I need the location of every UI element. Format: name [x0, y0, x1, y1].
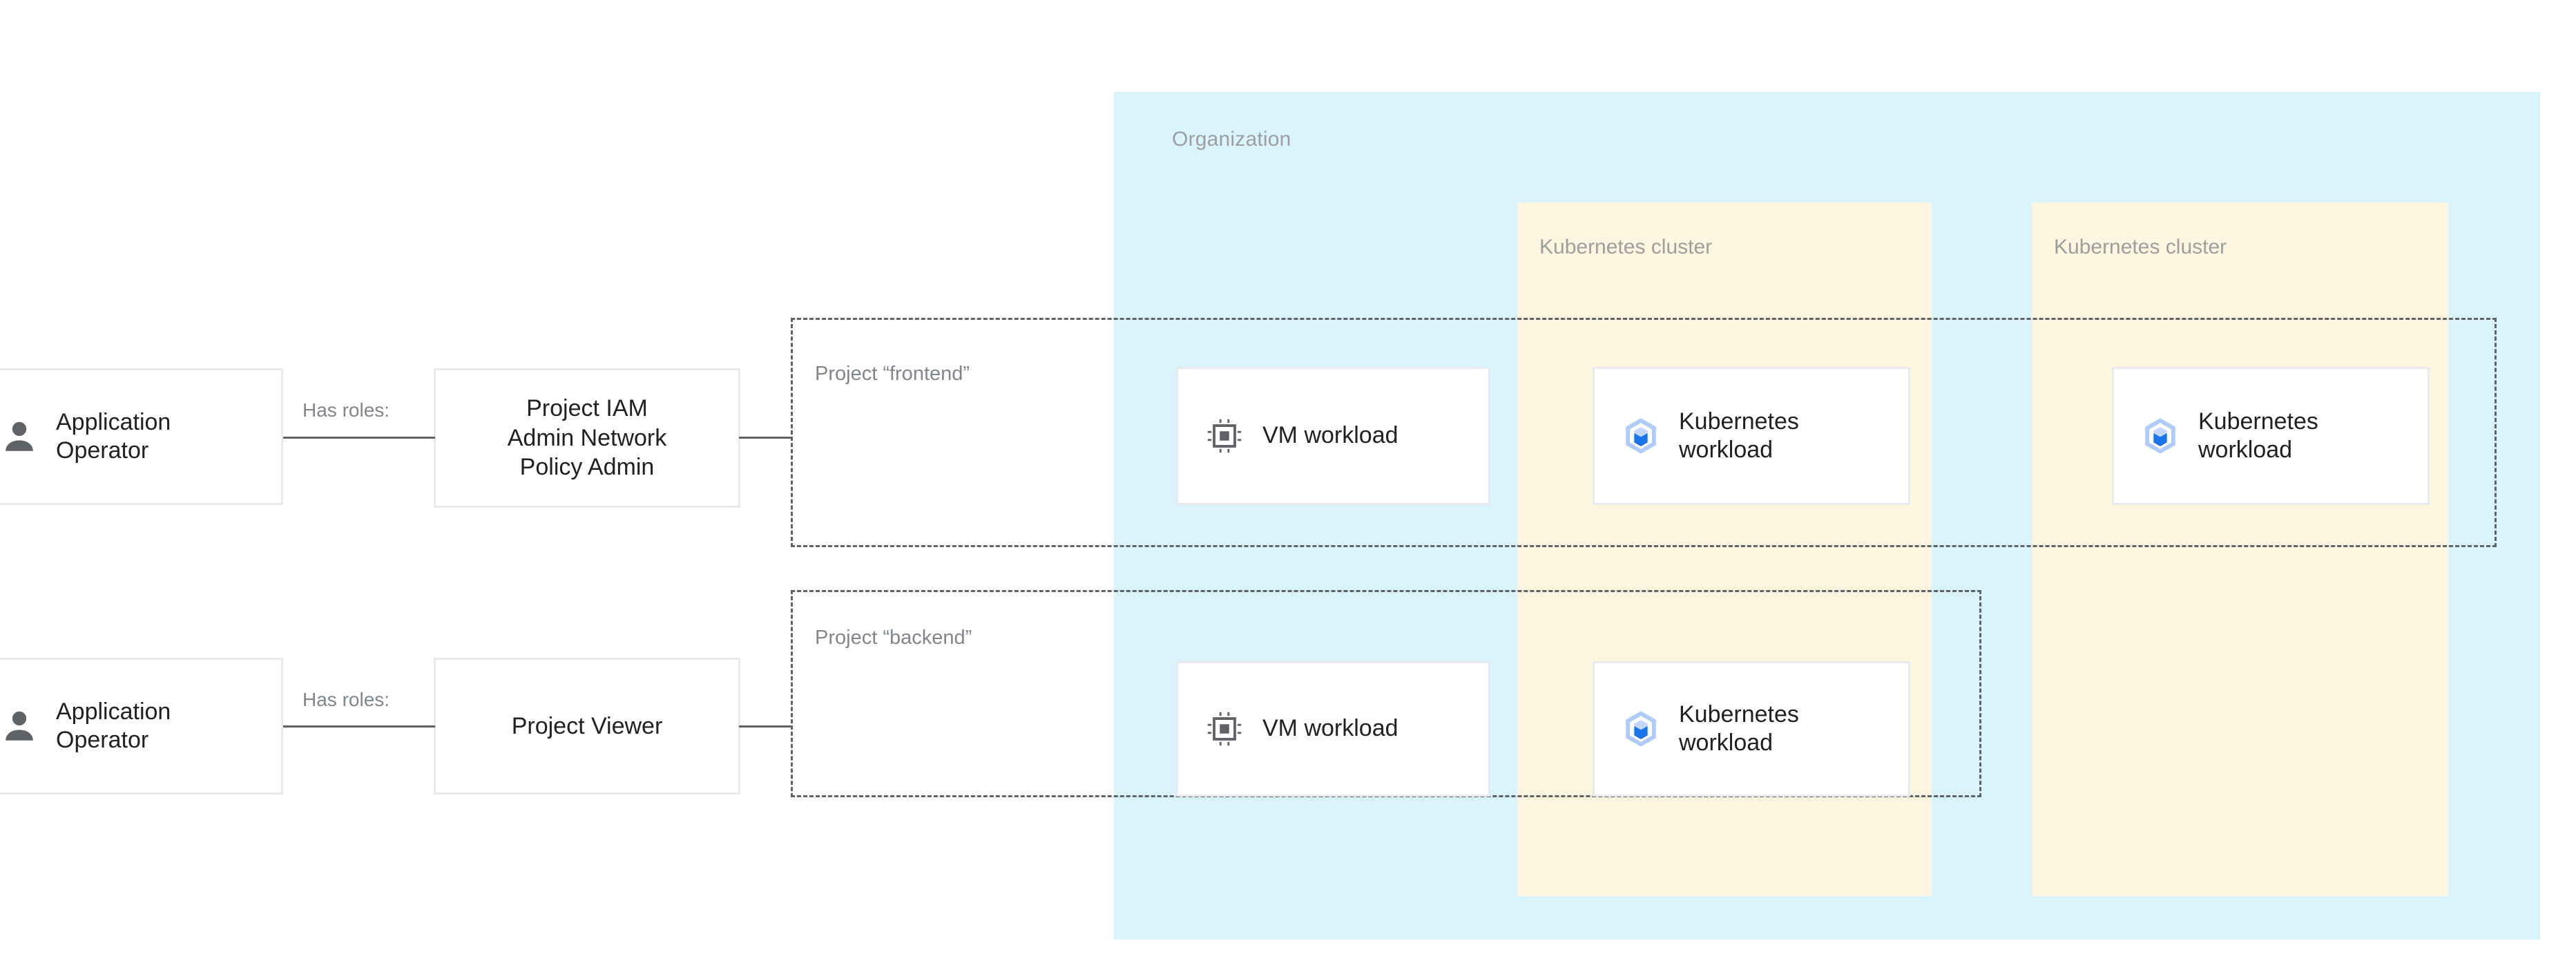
card-kubernetes-workload-frontend-cluster2[interactable]: Kubernetes workload — [2112, 367, 2430, 505]
card-label: Kubernetes workload — [2198, 408, 2318, 463]
cpu-chip-icon — [1207, 712, 1242, 746]
connector-role2-to-project-backend — [739, 725, 793, 728]
connector-label-has-roles-1: Has roles: — [302, 399, 390, 421]
card-label: VM workload — [1262, 715, 1398, 742]
connector-actor1-to-role1 — [283, 437, 435, 439]
connector-role1-to-project-frontend — [739, 437, 793, 439]
person-icon — [6, 711, 33, 741]
kubernetes-cluster-1-label: Kubernetes cluster — [1539, 236, 1713, 258]
kubernetes-cluster-2-label: Kubernetes cluster — [2054, 236, 2227, 258]
role-box-project-viewer[interactable]: Project Viewer — [434, 658, 740, 795]
organization-label: Organization — [1172, 128, 1291, 151]
kubernetes-icon — [2145, 418, 2175, 454]
actor-application-operator-1[interactable]: Application Operator — [0, 368, 283, 505]
project-frontend-label: Project “frontend” — [815, 363, 970, 385]
card-label: VM workload — [1262, 422, 1398, 449]
kubernetes-icon — [1626, 418, 1656, 454]
role-label: Project IAM Admin Network Policy Admin — [507, 394, 667, 481]
project-frontend-boundary: Project “frontend” — [791, 318, 2497, 547]
card-vm-workload-frontend[interactable]: VM workload — [1176, 367, 1490, 505]
role-box-project-iam-admin[interactable]: Project IAM Admin Network Policy Admin — [434, 368, 740, 508]
person-icon — [6, 421, 33, 451]
card-kubernetes-workload-backend-cluster1[interactable]: Kubernetes workload — [1593, 661, 1910, 797]
card-kubernetes-workload-frontend-cluster1[interactable]: Kubernetes workload — [1593, 367, 1910, 505]
kubernetes-cluster-2: Kubernetes cluster — [2032, 202, 2448, 896]
role-label: Project Viewer — [511, 712, 663, 739]
card-vm-workload-backend[interactable]: VM workload — [1176, 661, 1490, 797]
project-backend-label: Project “backend” — [815, 627, 972, 649]
cpu-chip-icon — [1207, 419, 1242, 453]
actor-application-operator-2[interactable]: Application Operator — [0, 658, 283, 795]
kubernetes-icon — [1626, 711, 1656, 747]
card-label: Kubernetes workload — [1679, 408, 1799, 463]
card-label: Kubernetes workload — [1679, 701, 1799, 756]
connector-label-has-roles-2: Has roles: — [302, 689, 390, 710]
connector-actor2-to-role2 — [283, 725, 435, 728]
actor-label: Application Operator — [56, 408, 171, 464]
actor-label: Application Operator — [56, 698, 171, 753]
